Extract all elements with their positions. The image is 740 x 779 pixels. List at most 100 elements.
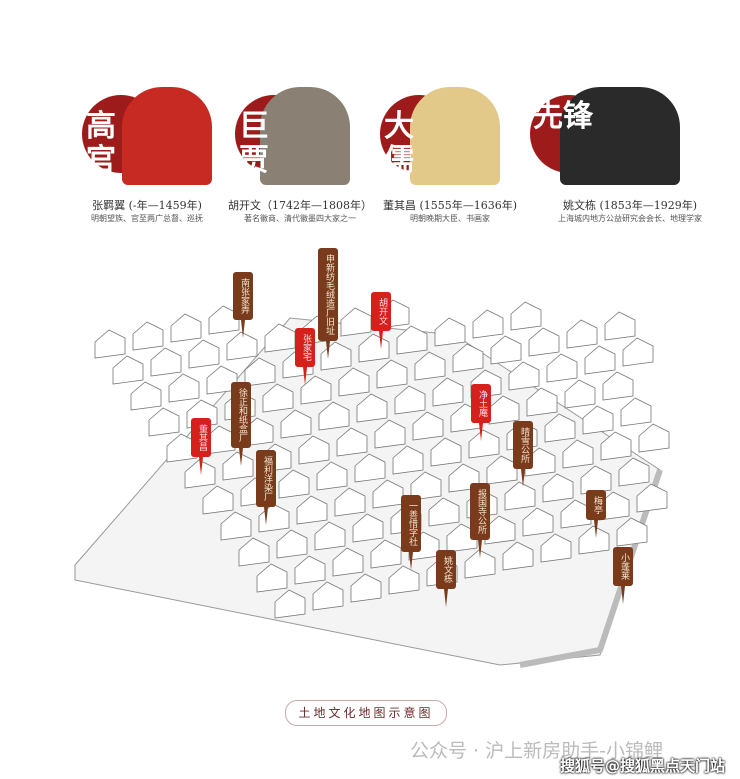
landmark-pin[interactable]: 张家宅: [295, 328, 315, 385]
building-block: [280, 409, 312, 439]
map-caption: 土地文化地图示意图: [285, 700, 447, 726]
portrait-image: [260, 87, 350, 185]
landmark-pin[interactable]: 福利洋染厂: [256, 450, 276, 525]
figure-desc: 著名徽商、清代徽墨四大家之一: [244, 214, 356, 223]
building-block: [262, 383, 294, 413]
figure-desc: 明朝望族、官至两广总督、巡抚: [91, 214, 203, 223]
building-block: [638, 423, 670, 453]
building-block: [584, 345, 616, 375]
figure-title: 高官: [86, 109, 116, 178]
building-block: [464, 549, 496, 579]
building-block: [318, 401, 350, 431]
landmark-pin[interactable]: 姚文栋: [436, 550, 456, 607]
building-block: [374, 419, 406, 449]
landmark-pin[interactable]: 晴雪公所: [513, 421, 533, 487]
building-block: [296, 495, 328, 525]
building-block: [504, 481, 536, 511]
building-block: [276, 529, 308, 559]
building-block: [564, 379, 596, 409]
building-block: [338, 367, 370, 397]
building-block: [582, 405, 614, 435]
building-block: [354, 453, 386, 483]
figure-name: 张羁翼 (-年—1459年): [92, 199, 202, 212]
building-block: [618, 457, 650, 487]
building-block: [238, 537, 270, 567]
building-block: [332, 547, 364, 577]
landmark-pin[interactable]: 董其昌: [191, 418, 211, 475]
building-block: [132, 321, 164, 351]
building-block: [452, 343, 484, 373]
building-block: [502, 541, 534, 571]
building-block: [414, 351, 446, 381]
landmark-pin[interactable]: 小蓬莱: [613, 547, 633, 604]
building-block: [168, 373, 200, 403]
building-block: [566, 319, 598, 349]
building-block: [542, 473, 574, 503]
building-block: [150, 347, 182, 377]
building-block: [602, 371, 634, 401]
building-block: [148, 407, 180, 437]
building-block: [370, 539, 402, 569]
figure-title: 巨贾: [239, 109, 269, 178]
building-block: [394, 385, 426, 415]
building-block: [278, 469, 310, 499]
building-block: [546, 353, 578, 383]
building-block: [222, 451, 254, 481]
portrait-image: [410, 87, 500, 185]
building-block: [352, 513, 384, 543]
building-block: [636, 483, 668, 513]
figure-desc: 明朝晚期大臣、书画家: [410, 214, 490, 223]
landmark-pin[interactable]: 梅亭: [586, 490, 606, 538]
building-block: [294, 555, 326, 585]
building-block: [486, 455, 518, 485]
wechat-watermark: 公众号 · 沪上新房助手-小锦鲤: [410, 740, 663, 762]
sohu-watermark: 搜狐号@搜狐黑点天门站: [560, 757, 726, 775]
figure-name: 董其昌 (1555年—1636年): [382, 199, 518, 212]
building-block: [170, 313, 202, 343]
figure-name: 胡开文（1742年—1808年）: [228, 199, 372, 212]
building-block: [208, 305, 240, 335]
building-block: [316, 461, 348, 491]
building-block: [412, 411, 444, 441]
figure-title: 大儒: [384, 109, 414, 178]
building-block: [526, 387, 558, 417]
figure-title: 先锋: [533, 99, 593, 134]
building-block: [432, 377, 464, 407]
building-block: [522, 507, 554, 537]
landmark-pin[interactable]: 申新纺毛绒造厂旧址: [318, 248, 338, 359]
figure-desc: 上海城内地方公益研究会会长、地理学家: [558, 214, 702, 223]
building-block: [392, 445, 424, 475]
building-block: [446, 523, 478, 553]
building-block: [350, 573, 382, 603]
building-block: [274, 589, 306, 619]
building-block: [616, 517, 648, 547]
building-block: [604, 311, 636, 341]
landmark-pin[interactable]: 徐正和纸盒厂: [231, 382, 251, 466]
landmark-pin[interactable]: 报国寺公所: [470, 483, 490, 558]
building-block: [298, 435, 330, 465]
building-block: [356, 393, 388, 423]
building-block: [256, 563, 288, 593]
building-block: [94, 329, 126, 359]
building-block: [112, 355, 144, 385]
portrait-image: [560, 87, 680, 185]
building-block: [578, 525, 610, 555]
landmark-pin[interactable]: 胡开文: [371, 292, 391, 349]
building-block: [188, 339, 220, 369]
landmark-pin[interactable]: 南张家弄: [233, 272, 253, 338]
building-block: [508, 361, 540, 391]
building-block: [396, 325, 428, 355]
landmark-pin[interactable]: 净土庵: [471, 384, 491, 441]
building-block: [300, 375, 332, 405]
building-block: [226, 331, 258, 361]
building-block: [544, 413, 576, 443]
building-block: [580, 465, 612, 495]
building-block: [336, 427, 368, 457]
landmark-pin[interactable]: 一善惜字社: [401, 495, 421, 570]
building-block: [484, 515, 516, 545]
building-block: [220, 511, 252, 541]
building-block: [562, 439, 594, 469]
building-block: [312, 581, 344, 611]
